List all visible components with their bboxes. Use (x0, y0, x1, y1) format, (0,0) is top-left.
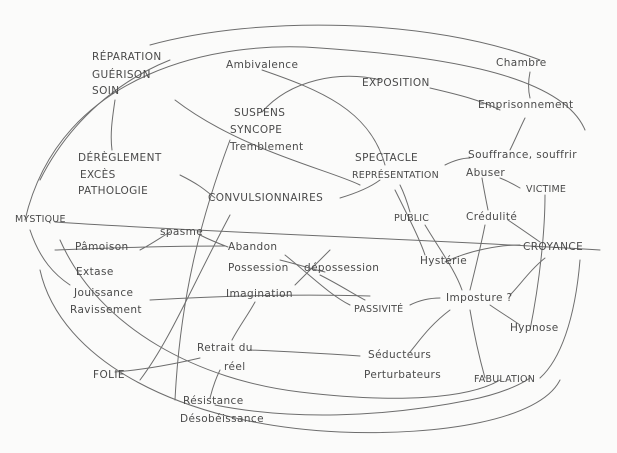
term-abuser: Abuser (466, 167, 506, 179)
term-imagination: Imagination (226, 288, 293, 300)
term-tremblement: Tremblement (230, 141, 304, 153)
link-arc-spasme-abandon (199, 234, 229, 248)
link-arc-exposition-suspens (261, 75, 381, 113)
term-representation: REPRÉSENTATION (352, 170, 439, 181)
term-guerison: GUÉRISON (92, 69, 151, 81)
link-arc-fabulation-right (539, 259, 581, 379)
term-retrait-du: Retrait du (197, 342, 253, 354)
term-convulsionnaires: CONVULSIONNAIRES (208, 192, 324, 204)
link-arc-depossession-passivite (319, 274, 366, 301)
term-dereglement: DÉRÈGLEMENT (78, 152, 162, 164)
link-arc-hypnose-imposture (489, 304, 521, 326)
link-arc-spectacle-public (399, 184, 411, 213)
link-arc-imposture-fabulation (469, 309, 486, 379)
term-depossession: dépossession (304, 262, 380, 274)
link-arc-cross-possession-2 (294, 249, 331, 286)
link-arc-retrait-seducteurs (249, 349, 361, 357)
term-victime: VICTIME (526, 184, 567, 195)
term-suspens: SUSPENS (234, 107, 286, 119)
link-arc-convulsionnaires-long (139, 214, 231, 381)
term-reel: réel (224, 361, 246, 373)
link-arc-imposture-seducteurs (409, 309, 451, 353)
link-arc-hysterie-right (444, 244, 521, 263)
term-chambre: Chambre (496, 57, 547, 69)
term-ambivalence: Ambivalence (226, 59, 299, 71)
term-ravissement: Ravissement (70, 304, 142, 316)
link-arc-mystique-line (54, 221, 601, 251)
link-arc-bottom (59, 239, 501, 399)
link-arc-convulsionnaires-spectacle (339, 179, 381, 199)
link-arc-imagination-retrait (231, 301, 256, 341)
link-arc-retrait-resistance (209, 369, 221, 399)
term-resistance: Résistance (183, 395, 244, 407)
term-seducteurs: Séducteurs (368, 349, 432, 361)
link-arc-abuser-victime (499, 177, 521, 189)
link-arc-credulite-croyance (507, 219, 541, 243)
link-arc-jouissance-line (149, 294, 371, 301)
link-arc-spectacle-hysterie (394, 189, 426, 256)
term-croyance: CROYANCE (523, 241, 584, 253)
link-arc-exposition-emprisonnement (429, 87, 501, 111)
link-arc-victime-down (529, 194, 546, 331)
term-soin: SOIN (92, 85, 120, 97)
term-jouissance: Jouissance (74, 287, 134, 299)
link-arc-left-big (39, 269, 561, 434)
term-public: PUBLIC (394, 213, 430, 224)
term-emprisonnement: Emprisonnement (478, 99, 574, 111)
term-extase: Extase (76, 266, 114, 278)
term-passivite: PASSIVITÉ (354, 304, 404, 315)
term-possession: Possession (228, 262, 289, 274)
link-arc-pamoison-line (54, 245, 226, 251)
link-arc-spectacle-souffrance (444, 157, 471, 166)
link-arc-spasme-pamoison (139, 231, 171, 251)
link-arc-public-imposture (424, 224, 463, 291)
term-souffrance: Souffrance, souffrir (468, 149, 577, 161)
link-arc-resistance-right (214, 377, 531, 416)
link-arc-passivite-imposture (409, 297, 441, 306)
link-arc-suspens-long (174, 139, 231, 401)
link-arc-credulite-imposture (469, 224, 486, 291)
term-hypnose: Hypnose (510, 322, 559, 334)
term-pathologie: PATHOLOGIE (78, 185, 149, 197)
link-arc-extase-left (29, 229, 71, 286)
link-arc-ambivalence-spectacle (261, 69, 386, 166)
term-desobeissance: Désobéissance (180, 413, 264, 425)
term-reparation: RÉPARATION (92, 51, 162, 63)
link-arc-cross-possession (284, 254, 351, 306)
term-perturbateurs: Perturbateurs (364, 369, 442, 381)
term-pamoison: Pâmoison (75, 241, 129, 253)
link-arc-abuser-credulite (481, 177, 489, 211)
term-exposition: EXPOSITION (362, 77, 430, 89)
link-arc-dereglement-convulsionnaires (179, 174, 216, 199)
link-arc-top-left (39, 59, 171, 181)
term-imposture: Imposture ? (446, 292, 513, 304)
link-arc-croyance-imposture (509, 257, 546, 296)
link-arc-reparation-spectacle (174, 99, 361, 186)
term-credulite: Crédulité (466, 211, 518, 223)
term-folie: FOLIE (93, 369, 125, 381)
term-fabulation: FABULATION (474, 374, 536, 385)
link-arc-reparation-dereglement (110, 99, 116, 151)
link-arc-emprisonnement-souffrance (509, 117, 526, 151)
link-arc-top-right (149, 24, 541, 61)
link-arc-abandon-depossession (279, 259, 326, 273)
link-arc-chambre-emprisonnement (528, 71, 531, 99)
link-arc-retrait-folie (114, 357, 201, 373)
term-hysterie: Hystérie (420, 255, 468, 267)
term-spasme: spasme (160, 226, 204, 238)
term-abandon: Abandon (228, 241, 278, 253)
link-arc-mystique-top (24, 46, 586, 221)
term-spectacle: SPECTACLE (355, 152, 418, 164)
term-syncope: SYNCOPE (230, 124, 283, 136)
term-mystique: MYSTIQUE (15, 214, 66, 225)
term-exces: EXCÈS (80, 169, 116, 181)
